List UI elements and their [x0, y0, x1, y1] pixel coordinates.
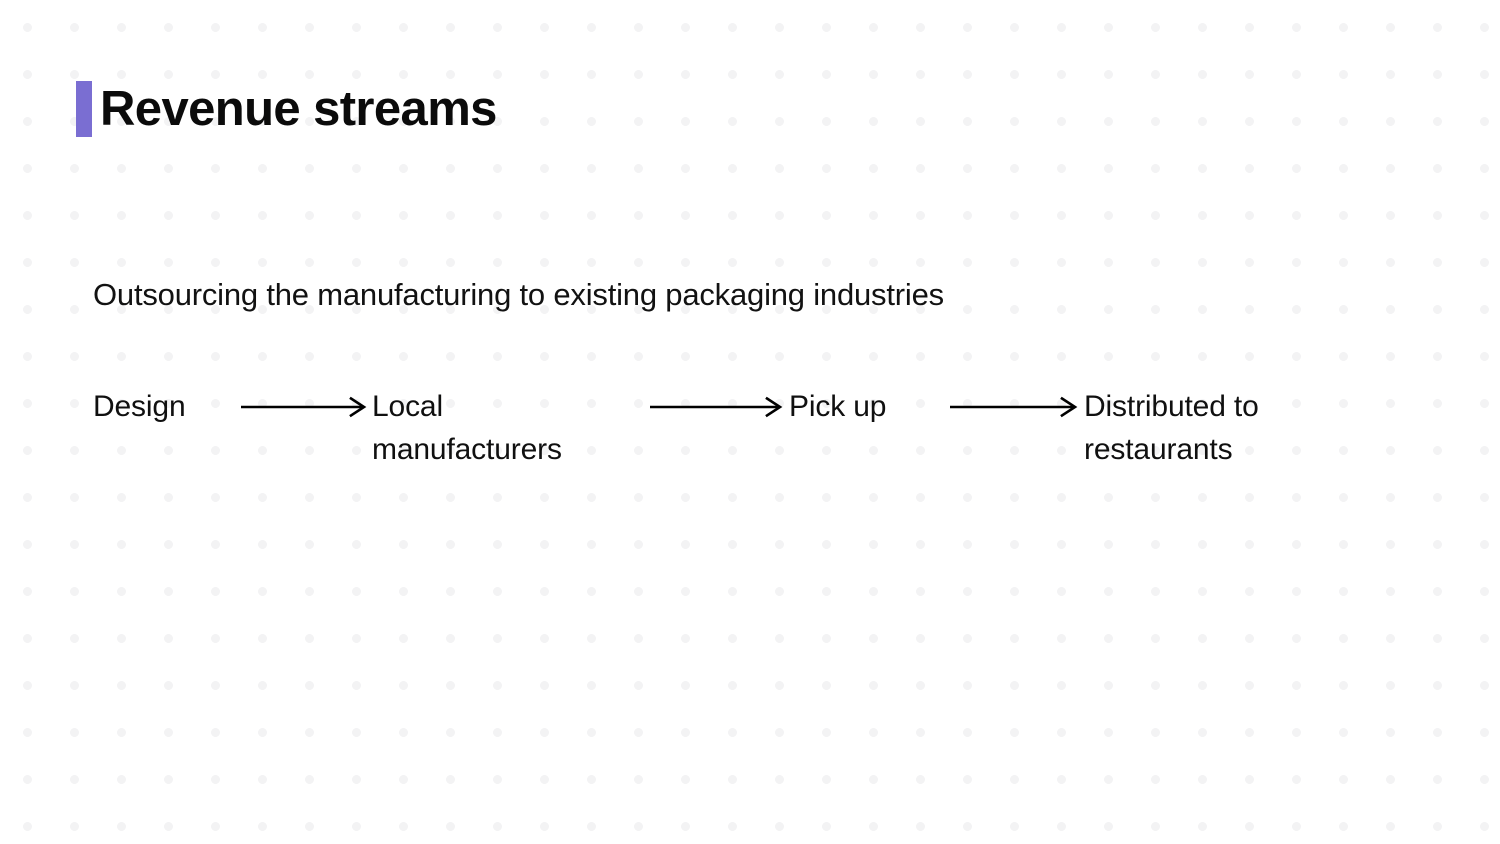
arrow-right-icon: [644, 385, 789, 428]
flow-step-local-manufacturers: Local manufacturers: [372, 390, 562, 466]
process-flow: Design Local manufacturers Pick up Distr…: [93, 385, 1373, 471]
subtitle-text: Outsourcing the manufacturing to existin…: [93, 277, 944, 312]
page-title-row: Revenue streams: [76, 78, 497, 140]
arrow-right-icon: [944, 385, 1084, 428]
page-title: Revenue streams: [100, 81, 497, 136]
flow-step-design: Design: [93, 390, 186, 423]
flow-step-pick-up: Pick up: [789, 390, 887, 423]
arrow-right-icon: [235, 385, 372, 428]
accent-bar: [76, 81, 92, 137]
flow-step-distributed-to-restaurants: Distributed to restaurants: [1084, 390, 1259, 466]
